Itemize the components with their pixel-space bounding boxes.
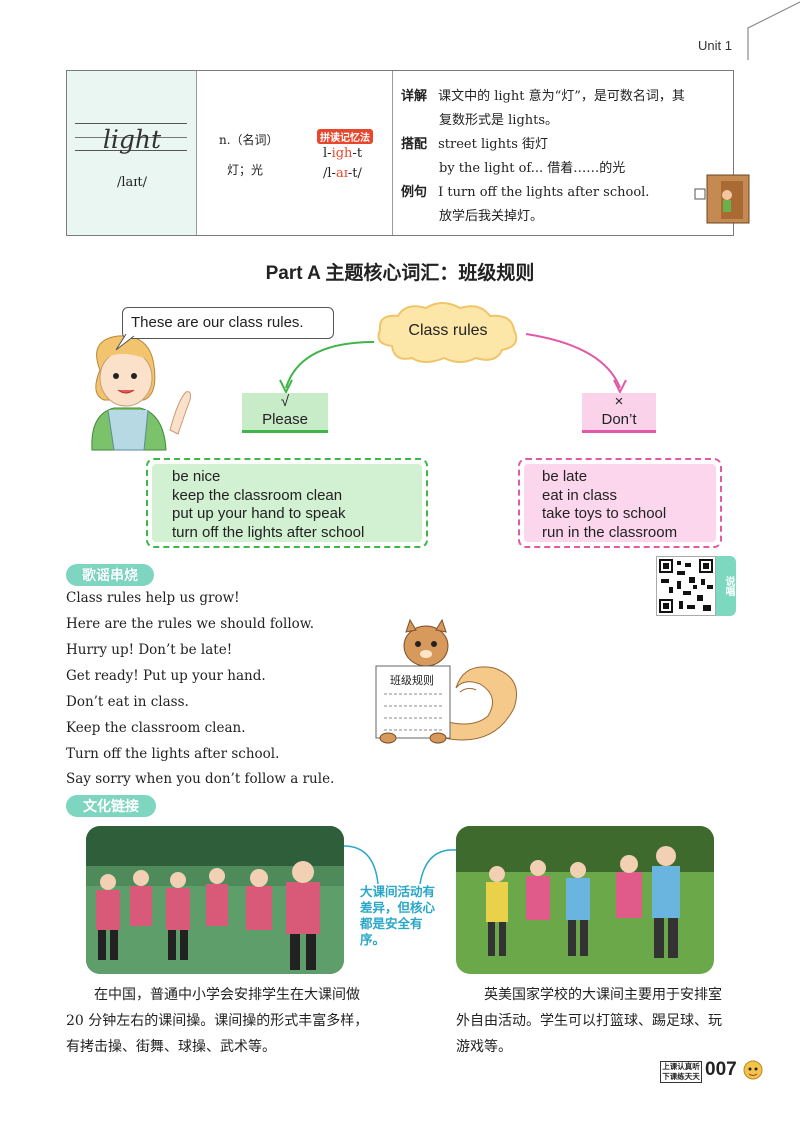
chant-line: Turn off the lights after school. (66, 746, 280, 762)
detail-row: 详解 课文中的 light 意为“灯”，是可数名词，其 (401, 85, 685, 104)
dont-rules-list: be late eat in class take toys to school… (524, 464, 716, 542)
sign-text: 班级规则 (390, 674, 434, 687)
handwriting-lines (75, 123, 187, 151)
class-rules-cloud (377, 302, 518, 363)
detail-text-2: 复数形式是 lights。 (439, 113, 559, 128)
footer-slogan: 上课认真听 下课练天天 (660, 1061, 702, 1083)
photo-outdoor-activity (456, 826, 714, 974)
vocab-pos-cell: n.（名词） 灯；光 拼读记忆法 l-igh-t /l-aɪ-t/ (197, 71, 393, 235)
example-chinese: 放学后我关掉灯。 (439, 209, 544, 224)
mnemonic-phonetic: /l-aɪ-t/ (323, 166, 362, 181)
please-rules-list: be nice keep the classroom clean put up … (152, 464, 422, 542)
dont-header: × Don’t (582, 393, 656, 433)
chant-line: Hurry up! Don’t be late! (66, 642, 233, 658)
collocation-2: by the light of... 借着……的光 (439, 161, 626, 176)
dont-rule: take toys to school (542, 505, 667, 522)
squirrel-illustration (375, 618, 517, 744)
vocab-table: light /laɪt/ n.（名词） 灯；光 拼读记忆法 l-igh-t /l… (66, 70, 750, 236)
vocab-part-of-speech: n.（名词） (219, 133, 279, 147)
collocation-1: street lights 街灯 (438, 137, 549, 152)
vocab-word: light (102, 125, 162, 154)
part-title: Part A 主题核心词汇：班级规则 (265, 263, 535, 284)
cross-mark-icon: × (614, 393, 624, 410)
vocab-detail-cell: 详解 课文中的 light 意为“灯”，是可数名词，其 复数形式是 lights… (393, 71, 750, 235)
qr-code[interactable] (656, 556, 716, 616)
girl-illustration (91, 335, 191, 451)
example-label: 例句 (401, 185, 428, 200)
please-rules-box: be nice keep the classroom clean put up … (146, 458, 428, 548)
unit-label: Unit 1 (698, 38, 732, 53)
page-number: 007 (705, 1059, 737, 1080)
chant-line: Don’t eat in class. (66, 694, 189, 710)
please-rule: keep the classroom clean (172, 486, 343, 504)
please-rule: put up your hand to speak (172, 505, 346, 522)
chant-tag: 歌谣串烧 (66, 564, 154, 586)
dont-label: Don’t (601, 411, 637, 428)
footer-slogan-line-1: 上课认真听 (662, 1062, 700, 1071)
dont-rule: be late (542, 468, 588, 485)
qr-tab: 说唱 (716, 556, 736, 616)
paragraph-uk-us: 英美国家学校的大课间主要用于安排室外自由活动。学生可以打篮球、踢足球、玩游戏等。 (456, 987, 722, 1055)
exercise-photo-image (86, 826, 344, 974)
mnemonic-tag: 拼读记忆法 (317, 129, 373, 144)
footer-slogan-line-2: 下课练天天 (662, 1072, 700, 1081)
please-rule: turn off the lights after school (172, 523, 365, 541)
branch-arrows (279, 333, 627, 395)
detail-text-1: 课文中的 light 意为“灯”，是可数名词，其 (438, 89, 685, 104)
check-mark-icon: √ (280, 393, 290, 410)
speech-bubble-tail (116, 334, 135, 351)
connector-arrows (343, 845, 457, 885)
speech-bubble: These are our class rules. (122, 307, 334, 339)
please-rule: be nice (172, 468, 221, 485)
page-corner-decoration (747, 1, 800, 60)
please-header: √ Please (242, 393, 328, 433)
vocab-phonetic: /laɪt/ (116, 175, 148, 190)
chant-line: Class rules help us grow! (66, 590, 240, 606)
outdoor-photo-image (456, 826, 714, 974)
chant-line: Say sorry when you don’t follow a rule. (66, 771, 335, 787)
comparison-note: 大课间活动有差异，但核心都是安全有序。 (360, 884, 436, 947)
vocab-word-cell: light /laɪt/ (67, 71, 197, 235)
dont-rule: eat in class (542, 486, 618, 504)
chant-line: Here are the rules we should follow. (66, 616, 315, 632)
collocation-label: 搭配 (401, 137, 428, 152)
paragraph-china: 在中国，普通中小学会安排学生在大课间做 20 分钟左右的课间操。课间操的形式丰富… (66, 987, 369, 1055)
example-english: I turn off the lights after school. (438, 185, 650, 200)
mnemonic-spelling: l-igh-t (323, 146, 363, 161)
chant-line: Keep the classroom clean. (66, 720, 246, 736)
photo-chinese-exercise (86, 826, 344, 974)
please-label: Please (262, 411, 308, 428)
light-switch-illustration (694, 174, 750, 224)
class-rules-label: Class rules (408, 322, 488, 339)
dont-rule: run in the classroom (542, 523, 678, 541)
chant-line: Get ready! Put up your hand. (66, 668, 266, 684)
vocab-meaning: 灯；光 (227, 163, 264, 177)
detail-label: 详解 (401, 89, 428, 104)
collocation-row: 搭配 street lights 街灯 (401, 133, 548, 152)
example-row: 例句 I turn off the lights after school. (401, 181, 649, 200)
qr-code-icon (659, 559, 713, 613)
dont-rules-box: be late eat in class take toys to school… (518, 458, 722, 548)
culture-tag: 文化链接 (66, 795, 156, 817)
mascot-icon (743, 1060, 763, 1080)
